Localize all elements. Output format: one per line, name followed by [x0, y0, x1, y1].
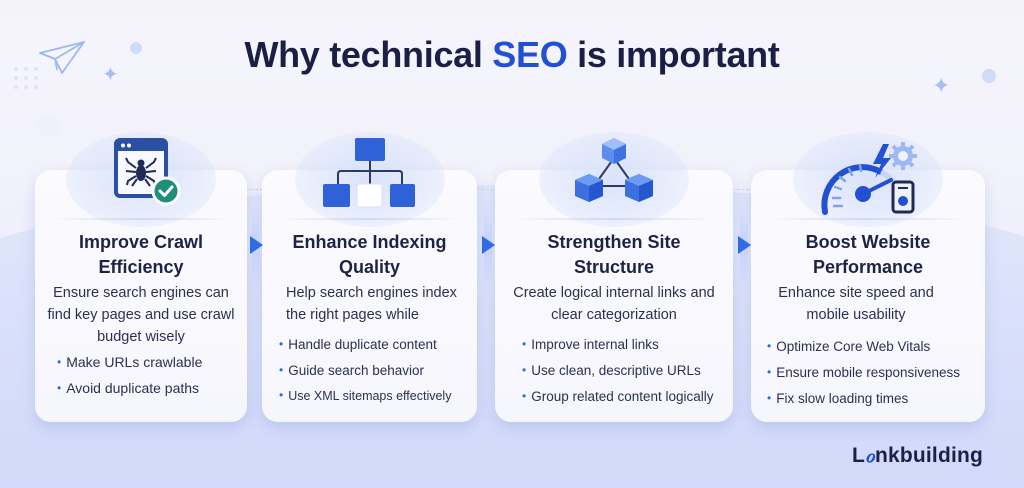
list-item: •Avoid duplicate paths [57, 380, 200, 396]
card-title: Boost Website Performance [805, 232, 931, 277]
card-bullet-list: •Make URLs crawlable •Avoid duplicate pa… [57, 350, 243, 402]
card-title: Enhance Indexing Quality [292, 232, 447, 277]
list-item: •Fix slow loading times [767, 391, 909, 406]
card-divider [278, 218, 461, 220]
linked-cubes-icon [559, 136, 669, 218]
card-bullet-list: •Improve internal links •Use clean, desc… [522, 332, 729, 410]
list-item: •Use XML sitemaps effectively [279, 388, 452, 403]
card-website-performance: Boost Website Performance Enhance site s… [751, 132, 985, 422]
card-divider [51, 218, 231, 220]
card-bullet-list: •Optimize Core Web Vitals •Ensure mobile… [767, 334, 981, 412]
sparkle-icon: ✦ [932, 74, 951, 99]
bullet-icon: • [279, 337, 284, 351]
arrow-right-icon [248, 206, 263, 286]
bullet-icon: • [57, 381, 62, 395]
list-item: •Make URLs crawlable [57, 354, 203, 370]
card-divider [511, 218, 717, 220]
icon-backdrop [793, 132, 943, 227]
bullet-icon: • [522, 337, 527, 351]
title-accent: SEO [492, 34, 568, 75]
bullet-icon: • [767, 365, 772, 379]
list-item: •Improve internal links [522, 337, 659, 352]
list-item: •Handle duplicate content [279, 337, 437, 352]
bullet-icon: • [279, 363, 284, 377]
arrow-right-icon [480, 206, 495, 286]
card-description: Create logical internal links and clear … [513, 285, 715, 323]
card-description: Help search engines index the right page… [286, 285, 457, 323]
card-bullet-list: •Handle duplicate content •Guide search … [279, 332, 473, 409]
list-item: •Optimize Core Web Vitals [767, 339, 931, 354]
bullet-icon: • [279, 388, 284, 402]
card-title: Strengthen Site Structure [547, 232, 681, 277]
decor-dot [982, 69, 996, 83]
decor-bubble [38, 115, 60, 137]
card-description: Ensure search engines can find key pages… [47, 285, 235, 345]
speedometer-bolt-mobile-icon [803, 136, 933, 218]
bullet-icon: • [522, 363, 527, 377]
list-item: •Ensure mobile responsiveness [767, 365, 961, 380]
bullet-icon: • [767, 339, 772, 353]
decor-dot [130, 42, 142, 54]
card-indexing-quality: Enhance Indexing Quality Help search eng… [262, 132, 477, 422]
dot-grid [12, 65, 42, 93]
brand-logo: Lℴnkbuilding [852, 444, 984, 467]
sparkle-icon: ✦ [102, 62, 119, 86]
sitemap-hierarchy-icon [315, 136, 425, 218]
arrow-right-icon [736, 206, 751, 286]
card-site-structure: Strengthen Site Structure Create logical… [495, 132, 733, 422]
paper-plane-icon [38, 40, 86, 80]
list-item: •Use clean, descriptive URLs [522, 363, 701, 378]
card-crawl-efficiency: Improve Crawl Efficiency Ensure search e… [35, 132, 247, 422]
page-title: Why technical SEO is important [244, 34, 780, 75]
card-divider [767, 218, 969, 220]
bullet-icon: • [57, 355, 62, 369]
link-chain-icon: ℴ [865, 444, 875, 467]
top-band [0, 0, 1024, 16]
browser-spider-check-icon [86, 136, 196, 218]
list-item: •Guide search behavior [279, 363, 425, 378]
card-title: Improve Crawl Efficiency [78, 232, 204, 277]
list-item: •Group related content logically [522, 389, 714, 404]
card-description: Enhance site speed and mobile usability [778, 285, 934, 323]
bullet-icon: • [767, 391, 772, 405]
bullet-icon: • [522, 389, 527, 403]
